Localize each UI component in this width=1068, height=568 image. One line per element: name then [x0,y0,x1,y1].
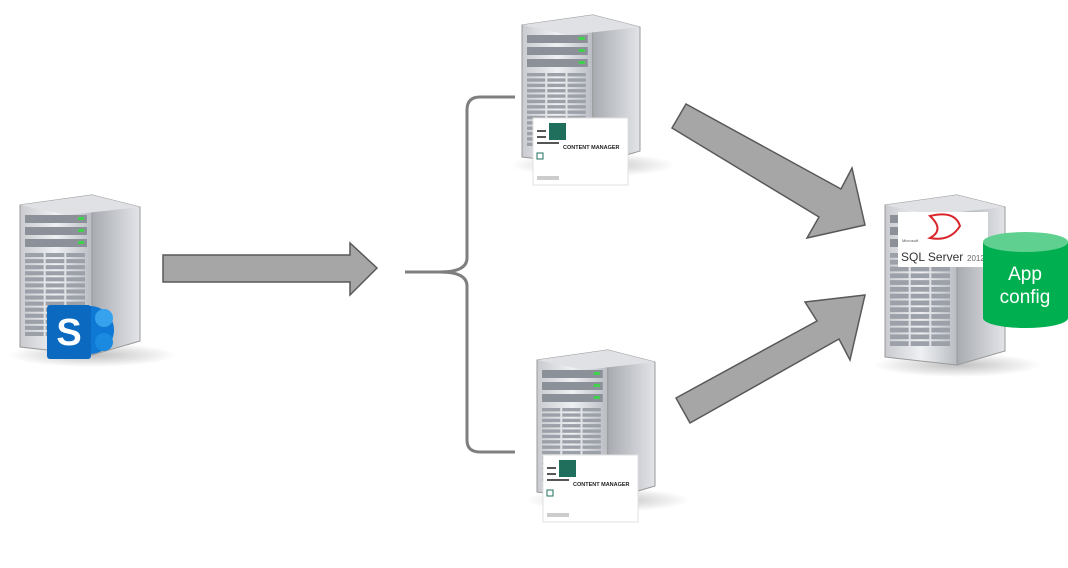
content-manager-label: CONTENT MANAGER [563,145,620,151]
sharepoint-logo: S [47,305,114,359]
sharepoint-letter: S [56,312,81,354]
sql-brand: Microsoft [902,238,919,243]
app-config-database: App config [983,232,1068,329]
sql-name: SQL Server [901,250,963,264]
arrow-top-to-sql [670,102,866,240]
content-manager-label: CONTENT MANAGER [573,482,630,488]
database-label-line1: App [1008,264,1042,285]
curly-brace [405,95,515,454]
content-manager-card: CONTENT MANAGER [542,454,639,523]
database-label-line2: config [1000,287,1051,308]
sql-server-logo: Microsoft SQL Server 2012 [898,212,988,267]
arrow-right [162,241,379,297]
arrow-bottom-to-sql [674,294,866,425]
content-manager-card: CONTENT MANAGER [532,117,629,186]
sql-version: 2012 [967,254,985,263]
